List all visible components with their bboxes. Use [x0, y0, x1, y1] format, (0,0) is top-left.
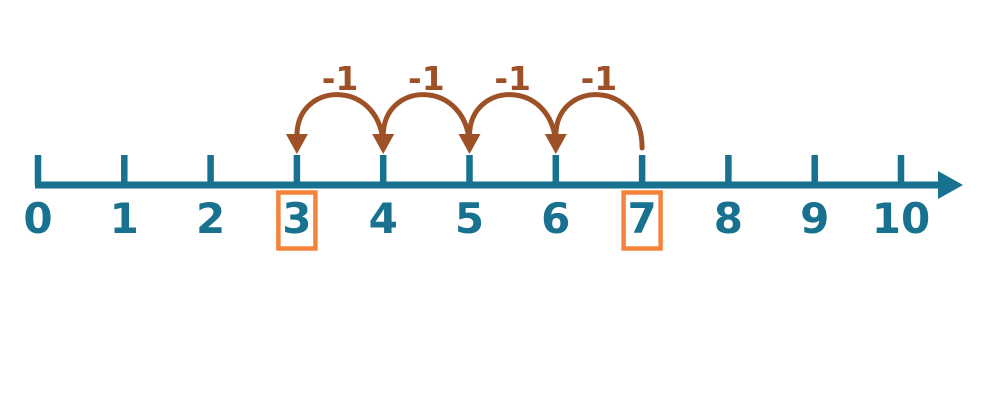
tick-label-6: 6 — [541, 194, 570, 243]
tick-label-3: 3 — [282, 194, 311, 243]
jump-arrowhead-icon-3 — [285, 134, 308, 154]
jump-arc-1 — [467, 92, 559, 151]
jump-arc-2 — [380, 92, 472, 151]
tick-label-8: 8 — [714, 194, 743, 243]
tick-label-1: 1 — [110, 194, 139, 243]
highlight-box-7 — [621, 190, 663, 251]
axis-arrowhead-icon — [938, 171, 963, 199]
highlight-box-3 — [276, 190, 318, 251]
tick-label-0: 0 — [23, 194, 52, 243]
jump-arc-0 — [553, 92, 645, 151]
jump-label-2: -1 — [408, 59, 445, 98]
tick-label-7: 7 — [627, 194, 656, 243]
jump-label-1: -1 — [494, 59, 531, 98]
tick-label-2: 2 — [196, 194, 225, 243]
tick-label-9: 9 — [800, 194, 829, 243]
jump-label-3: -1 — [322, 59, 359, 98]
tick-label-10: 10 — [872, 194, 930, 243]
tick-label-5: 5 — [455, 194, 484, 243]
tick-label-4: 4 — [369, 194, 398, 243]
jump-label-0: -1 — [581, 59, 618, 98]
jump-arc-3 — [294, 92, 386, 151]
